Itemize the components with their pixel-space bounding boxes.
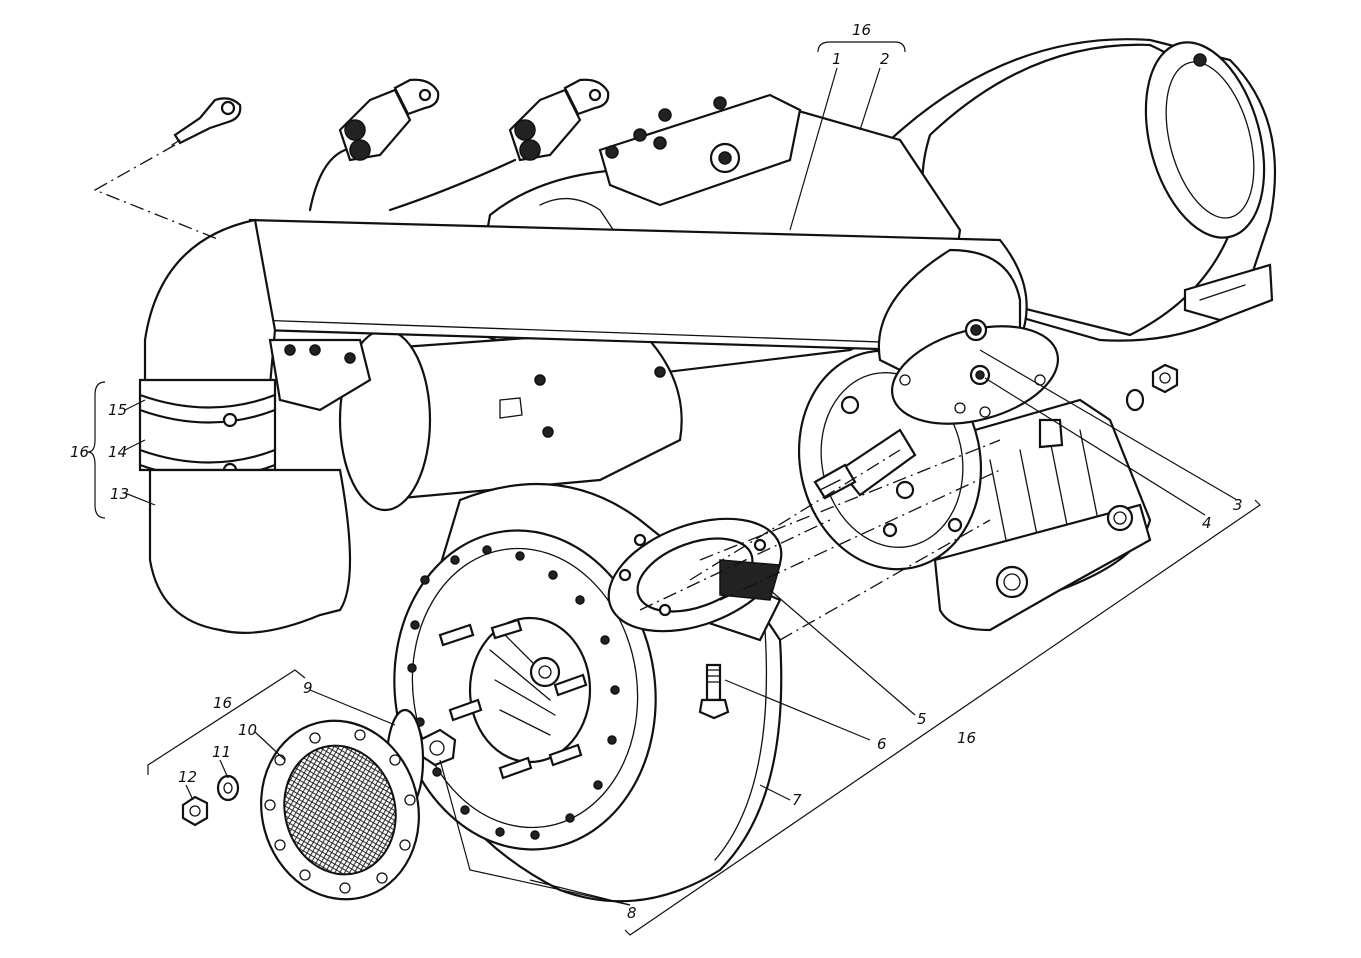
cable-lug-left	[171, 97, 242, 146]
callout-4: 4	[1202, 514, 1212, 532]
callout-3: 3	[1233, 496, 1243, 514]
cable-connector-right	[388, 78, 610, 212]
hose-and-intake	[138, 338, 372, 634]
callout-14: 14	[108, 443, 127, 461]
callout-13: 13	[110, 485, 129, 503]
middle-motor-cylinder	[338, 328, 683, 512]
callout-12: 12	[178, 768, 197, 786]
cable-connector-middle	[308, 78, 440, 212]
callout-2: 2	[880, 50, 890, 68]
outlet-flange-ring	[607, 517, 783, 633]
callout-11: 11	[212, 743, 231, 761]
callout-7: 7	[792, 791, 802, 809]
callout-16-left: 16	[70, 443, 89, 461]
callout-1: 1	[832, 50, 842, 68]
callout-labels: 16 1 2 3 4 5 16 6 7 8 9 16 10 11 12 15 1…	[70, 21, 1243, 922]
callout-15: 15	[108, 401, 127, 419]
leader-lines	[124, 67, 1238, 906]
callout-6: 6	[877, 735, 887, 753]
screen-flange-10	[260, 719, 420, 901]
callout-5: 5	[917, 710, 927, 728]
callout-16-right: 16	[957, 729, 976, 747]
callout-9: 9	[303, 679, 313, 697]
callout-16-top: 16	[852, 21, 871, 39]
pedestal-base	[933, 398, 1152, 632]
washer-and-nut-right	[1125, 363, 1179, 412]
group-brackets	[87, 41, 1261, 936]
bolt-6	[698, 663, 730, 720]
front-flange-disk	[393, 529, 657, 851]
washer-11	[216, 774, 240, 802]
callout-10: 10	[238, 721, 257, 739]
assembly-axis-lines	[93, 144, 1001, 641]
callout-8: 8	[627, 904, 637, 922]
flange-stud-holes	[407, 545, 620, 840]
air-duct-pipe	[143, 218, 1060, 425]
nut-12	[181, 795, 209, 827]
callout-16-lowleft: 16	[213, 694, 232, 712]
